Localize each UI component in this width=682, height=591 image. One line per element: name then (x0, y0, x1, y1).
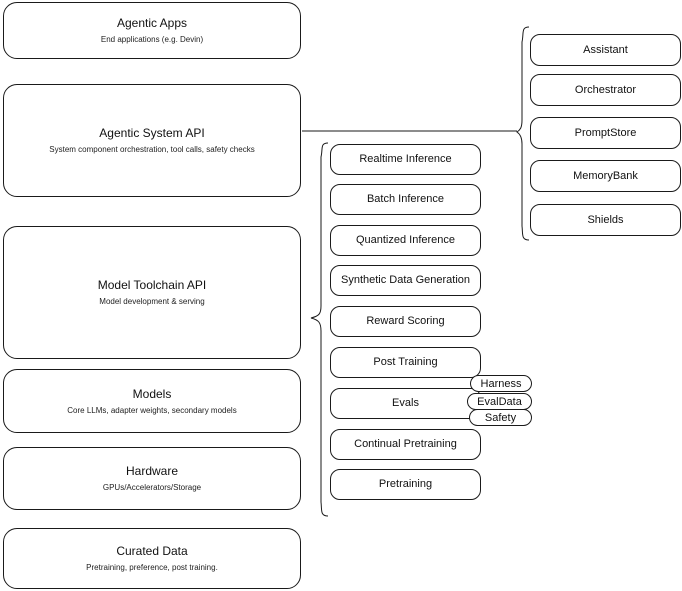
system-component-label: PromptStore (574, 126, 637, 139)
layer-title: Agentic System API (99, 126, 205, 140)
layer-model-toolchain-api[interactable]: Model Toolchain API Model development & … (3, 226, 301, 359)
toolchain-item-reward-scoring[interactable]: Reward Scoring (330, 306, 481, 337)
brace-toolchain-items (310, 142, 329, 517)
toolchain-item-realtime-inference[interactable]: Realtime Inference (330, 144, 481, 175)
layer-agentic-system-api[interactable]: Agentic System API System component orch… (3, 84, 301, 197)
layer-agentic-apps[interactable]: Agentic Apps End applications (e.g. Devi… (3, 2, 301, 59)
eval-badge-harness[interactable]: Harness (470, 375, 532, 392)
layer-hardware[interactable]: Hardware GPUs/Accelerators/Storage (3, 447, 301, 510)
layer-subtitle: Model development & serving (99, 297, 205, 306)
toolchain-item-label: Post Training (373, 356, 438, 368)
layer-subtitle: System component orchestration, tool cal… (49, 145, 255, 154)
toolchain-item-label: Batch Inference (366, 193, 445, 205)
toolchain-item-evals[interactable]: Evals (330, 388, 481, 419)
toolchain-item-synthetic-data-generation[interactable]: Synthetic Data Generation (330, 265, 481, 296)
toolchain-item-label: Realtime Inference (359, 153, 452, 165)
system-component-label: Orchestrator (574, 83, 637, 96)
layer-models[interactable]: Models Core LLMs, adapter weights, secon… (3, 369, 301, 433)
eval-badge-safety[interactable]: Safety (469, 409, 532, 426)
layer-title: Curated Data (116, 544, 188, 558)
eval-badge-label: EvalData (477, 395, 522, 408)
layer-title: Hardware (125, 464, 179, 478)
system-component-orchestrator[interactable]: Orchestrator (530, 74, 681, 106)
toolchain-item-continual-pretraining[interactable]: Continual Pretraining (330, 429, 481, 460)
system-component-label: Assistant (583, 43, 628, 56)
toolchain-item-post-training[interactable]: Post Training (330, 347, 481, 378)
layer-subtitle: Pretraining, preference, post training. (86, 563, 218, 572)
system-component-assistant[interactable]: Assistant (530, 34, 681, 66)
eval-badge-evaldata[interactable]: EvalData (467, 393, 532, 410)
toolchain-item-label: Evals (392, 397, 419, 409)
system-component-memorybank[interactable]: MemoryBank (530, 160, 681, 192)
system-component-label: Shields (587, 213, 624, 226)
layer-subtitle: Core LLMs, adapter weights, secondary mo… (67, 405, 237, 415)
layer-title: Model Toolchain API (97, 278, 207, 292)
toolchain-item-batch-inference[interactable]: Batch Inference (330, 184, 481, 215)
system-component-shields[interactable]: Shields (530, 204, 681, 236)
layer-subtitle: GPUs/Accelerators/Storage (102, 483, 202, 492)
system-component-promptstore[interactable]: PromptStore (530, 117, 681, 149)
toolchain-item-label: Pretraining (378, 478, 433, 490)
toolchain-item-label: Continual Pretraining (354, 438, 457, 450)
layer-subtitle: End applications (e.g. Devin) (100, 35, 204, 44)
toolchain-item-quantized-inference[interactable]: Quantized Inference (330, 225, 481, 256)
system-component-label: MemoryBank (573, 169, 638, 182)
eval-badge-label: Safety (484, 411, 517, 424)
toolchain-item-label: Reward Scoring (366, 315, 445, 327)
layer-curated-data[interactable]: Curated Data Pretraining, preference, po… (3, 528, 301, 589)
eval-badge-label: Harness (480, 377, 522, 390)
brace-system-components (516, 26, 530, 241)
layer-title: Models (132, 386, 172, 401)
layer-title: Agentic Apps (116, 16, 188, 30)
toolchain-item-label: Synthetic Data Generation (340, 274, 471, 286)
toolchain-item-label: Quantized Inference (355, 234, 456, 246)
toolchain-item-pretraining[interactable]: Pretraining (330, 469, 481, 500)
